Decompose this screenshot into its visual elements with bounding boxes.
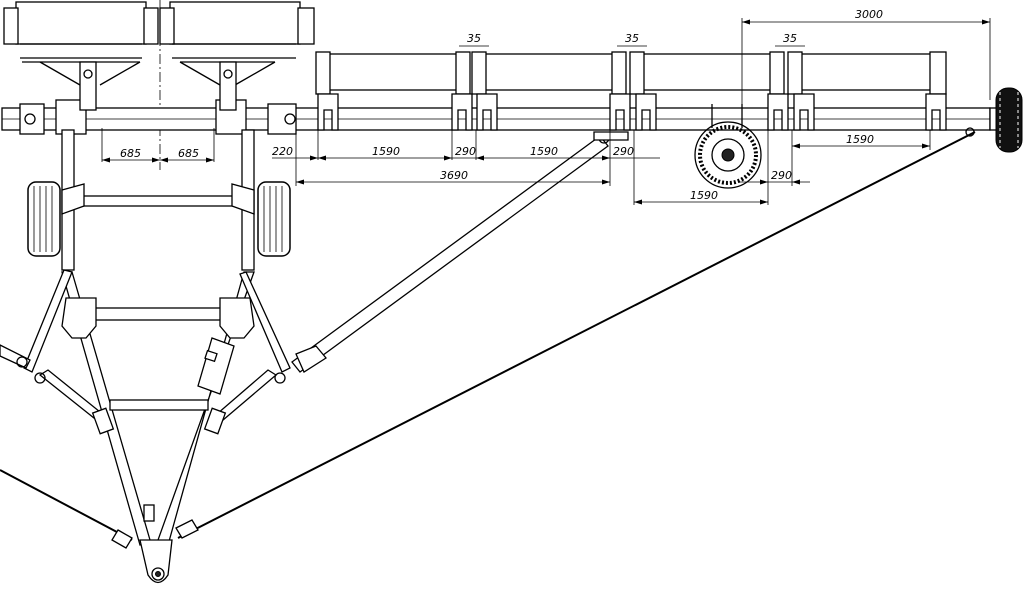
dim-3000: 3000	[855, 8, 883, 21]
dim-35-a: 35	[467, 32, 481, 45]
dim-290-a: 290	[455, 145, 476, 158]
left-roller-assembly	[3, 0, 315, 170]
dim-1590-wheel: 1590	[690, 189, 718, 202]
roller-hangers	[317, 93, 947, 131]
right-roller-sections	[315, 51, 947, 131]
dim-290-wheel: 290	[771, 169, 792, 182]
dim-35-c: 35	[783, 32, 797, 45]
transport-wheel	[694, 104, 762, 189]
dim-3690: 3690	[440, 169, 468, 182]
dim-1590-a: 1590	[372, 145, 400, 158]
dimension-annotations: 3000 35 35 35 685 685 220 1590 290 1	[101, 8, 991, 205]
telescopic-strut	[291, 131, 629, 373]
dim-290-b: 290	[613, 145, 634, 158]
dim-220: 220	[272, 145, 293, 158]
hitch-eye	[139, 504, 173, 584]
chassis-wheel-left	[27, 181, 61, 257]
end-wheel	[989, 87, 1023, 153]
dim-35-b: 35	[625, 32, 639, 45]
tie-cables	[0, 127, 976, 549]
dim-685-right: 685	[178, 147, 199, 160]
dim-1590-b: 1590	[530, 145, 558, 158]
chassis-wheel-right	[257, 181, 291, 257]
dim-1590-right: 1590	[846, 133, 874, 146]
chassis-frame	[0, 129, 291, 584]
dim-685-left: 685	[120, 147, 141, 160]
